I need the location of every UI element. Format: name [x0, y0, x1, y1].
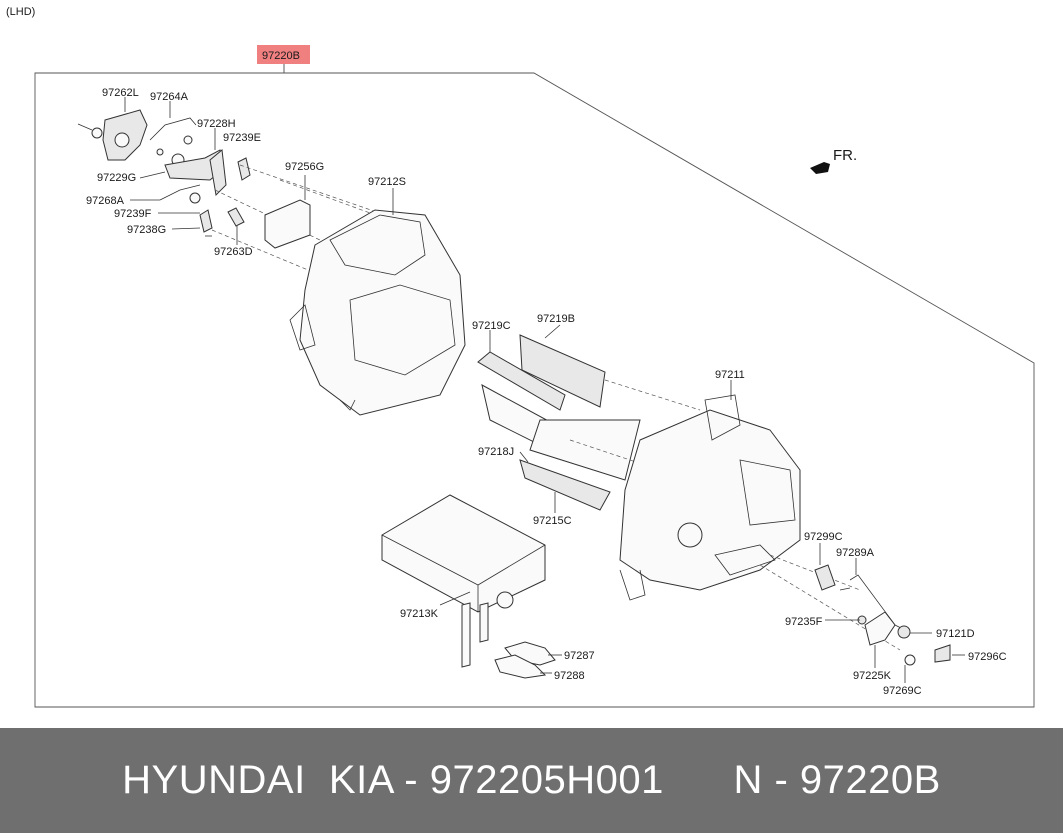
label-97269C[interactable]: 97269C — [883, 685, 922, 697]
assembly-label[interactable]: 97220B — [262, 50, 300, 62]
direction-label: FR. — [833, 147, 857, 164]
part-97256G — [264, 199, 311, 249]
label-97218J[interactable]: 97218J — [478, 446, 514, 458]
label-97235F[interactable]: 97235F — [785, 616, 823, 628]
label-97219C[interactable]: 97219C — [472, 320, 511, 332]
parts-diagram: (LHD) 97220B FR. — [6, 6, 1035, 708]
label-97289A[interactable]: 97289A — [836, 547, 875, 559]
doors-group — [477, 334, 641, 511]
case-upper — [289, 209, 466, 416]
linkage-group — [77, 109, 251, 237]
heater-core — [381, 494, 546, 668]
label-97299C[interactable]: 97299C — [804, 531, 843, 543]
variant-label: (LHD) — [6, 6, 35, 18]
assembly-highlight — [257, 45, 310, 64]
case-lower — [619, 394, 801, 601]
label-97264A[interactable]: 97264A — [150, 91, 189, 103]
label-97268A[interactable]: 97268A — [86, 195, 125, 207]
label-97212S[interactable]: 97212S — [368, 176, 406, 188]
label-97121D[interactable]: 97121D — [936, 628, 975, 640]
front-arrow-icon — [810, 162, 830, 174]
label-97239F[interactable]: 97239F — [114, 208, 152, 220]
label-97211[interactable]: 97211 — [715, 369, 745, 381]
label-97215C[interactable]: 97215C — [533, 515, 572, 527]
label-97213K[interactable]: 97213K — [400, 608, 439, 620]
label-97229G[interactable]: 97229G — [97, 172, 136, 184]
label-97256G[interactable]: 97256G — [285, 161, 324, 173]
part-number-banner: HYUNDAI KIA - 972205H001 N - 97220B — [0, 728, 1063, 833]
label-97225K[interactable]: 97225K — [853, 670, 892, 682]
clamp-97288 — [494, 654, 547, 679]
part-number-text: HYUNDAI KIA - 972205H001 N - 97220B — [122, 758, 941, 802]
label-97296C[interactable]: 97296C — [968, 651, 1007, 663]
label-97287[interactable]: 97287 — [564, 650, 595, 662]
assembly-boundary — [34, 72, 1035, 708]
label-97239E[interactable]: 97239E — [223, 132, 261, 144]
label-97238G[interactable]: 97238G — [127, 224, 166, 236]
label-97288[interactable]: 97288 — [554, 670, 585, 682]
label-97219B[interactable]: 97219B — [537, 313, 575, 325]
label-97263D[interactable]: 97263D — [214, 246, 253, 258]
actuator-group — [814, 564, 951, 666]
label-97262L[interactable]: 97262L — [102, 87, 139, 99]
label-97228H[interactable]: 97228H — [197, 118, 236, 130]
